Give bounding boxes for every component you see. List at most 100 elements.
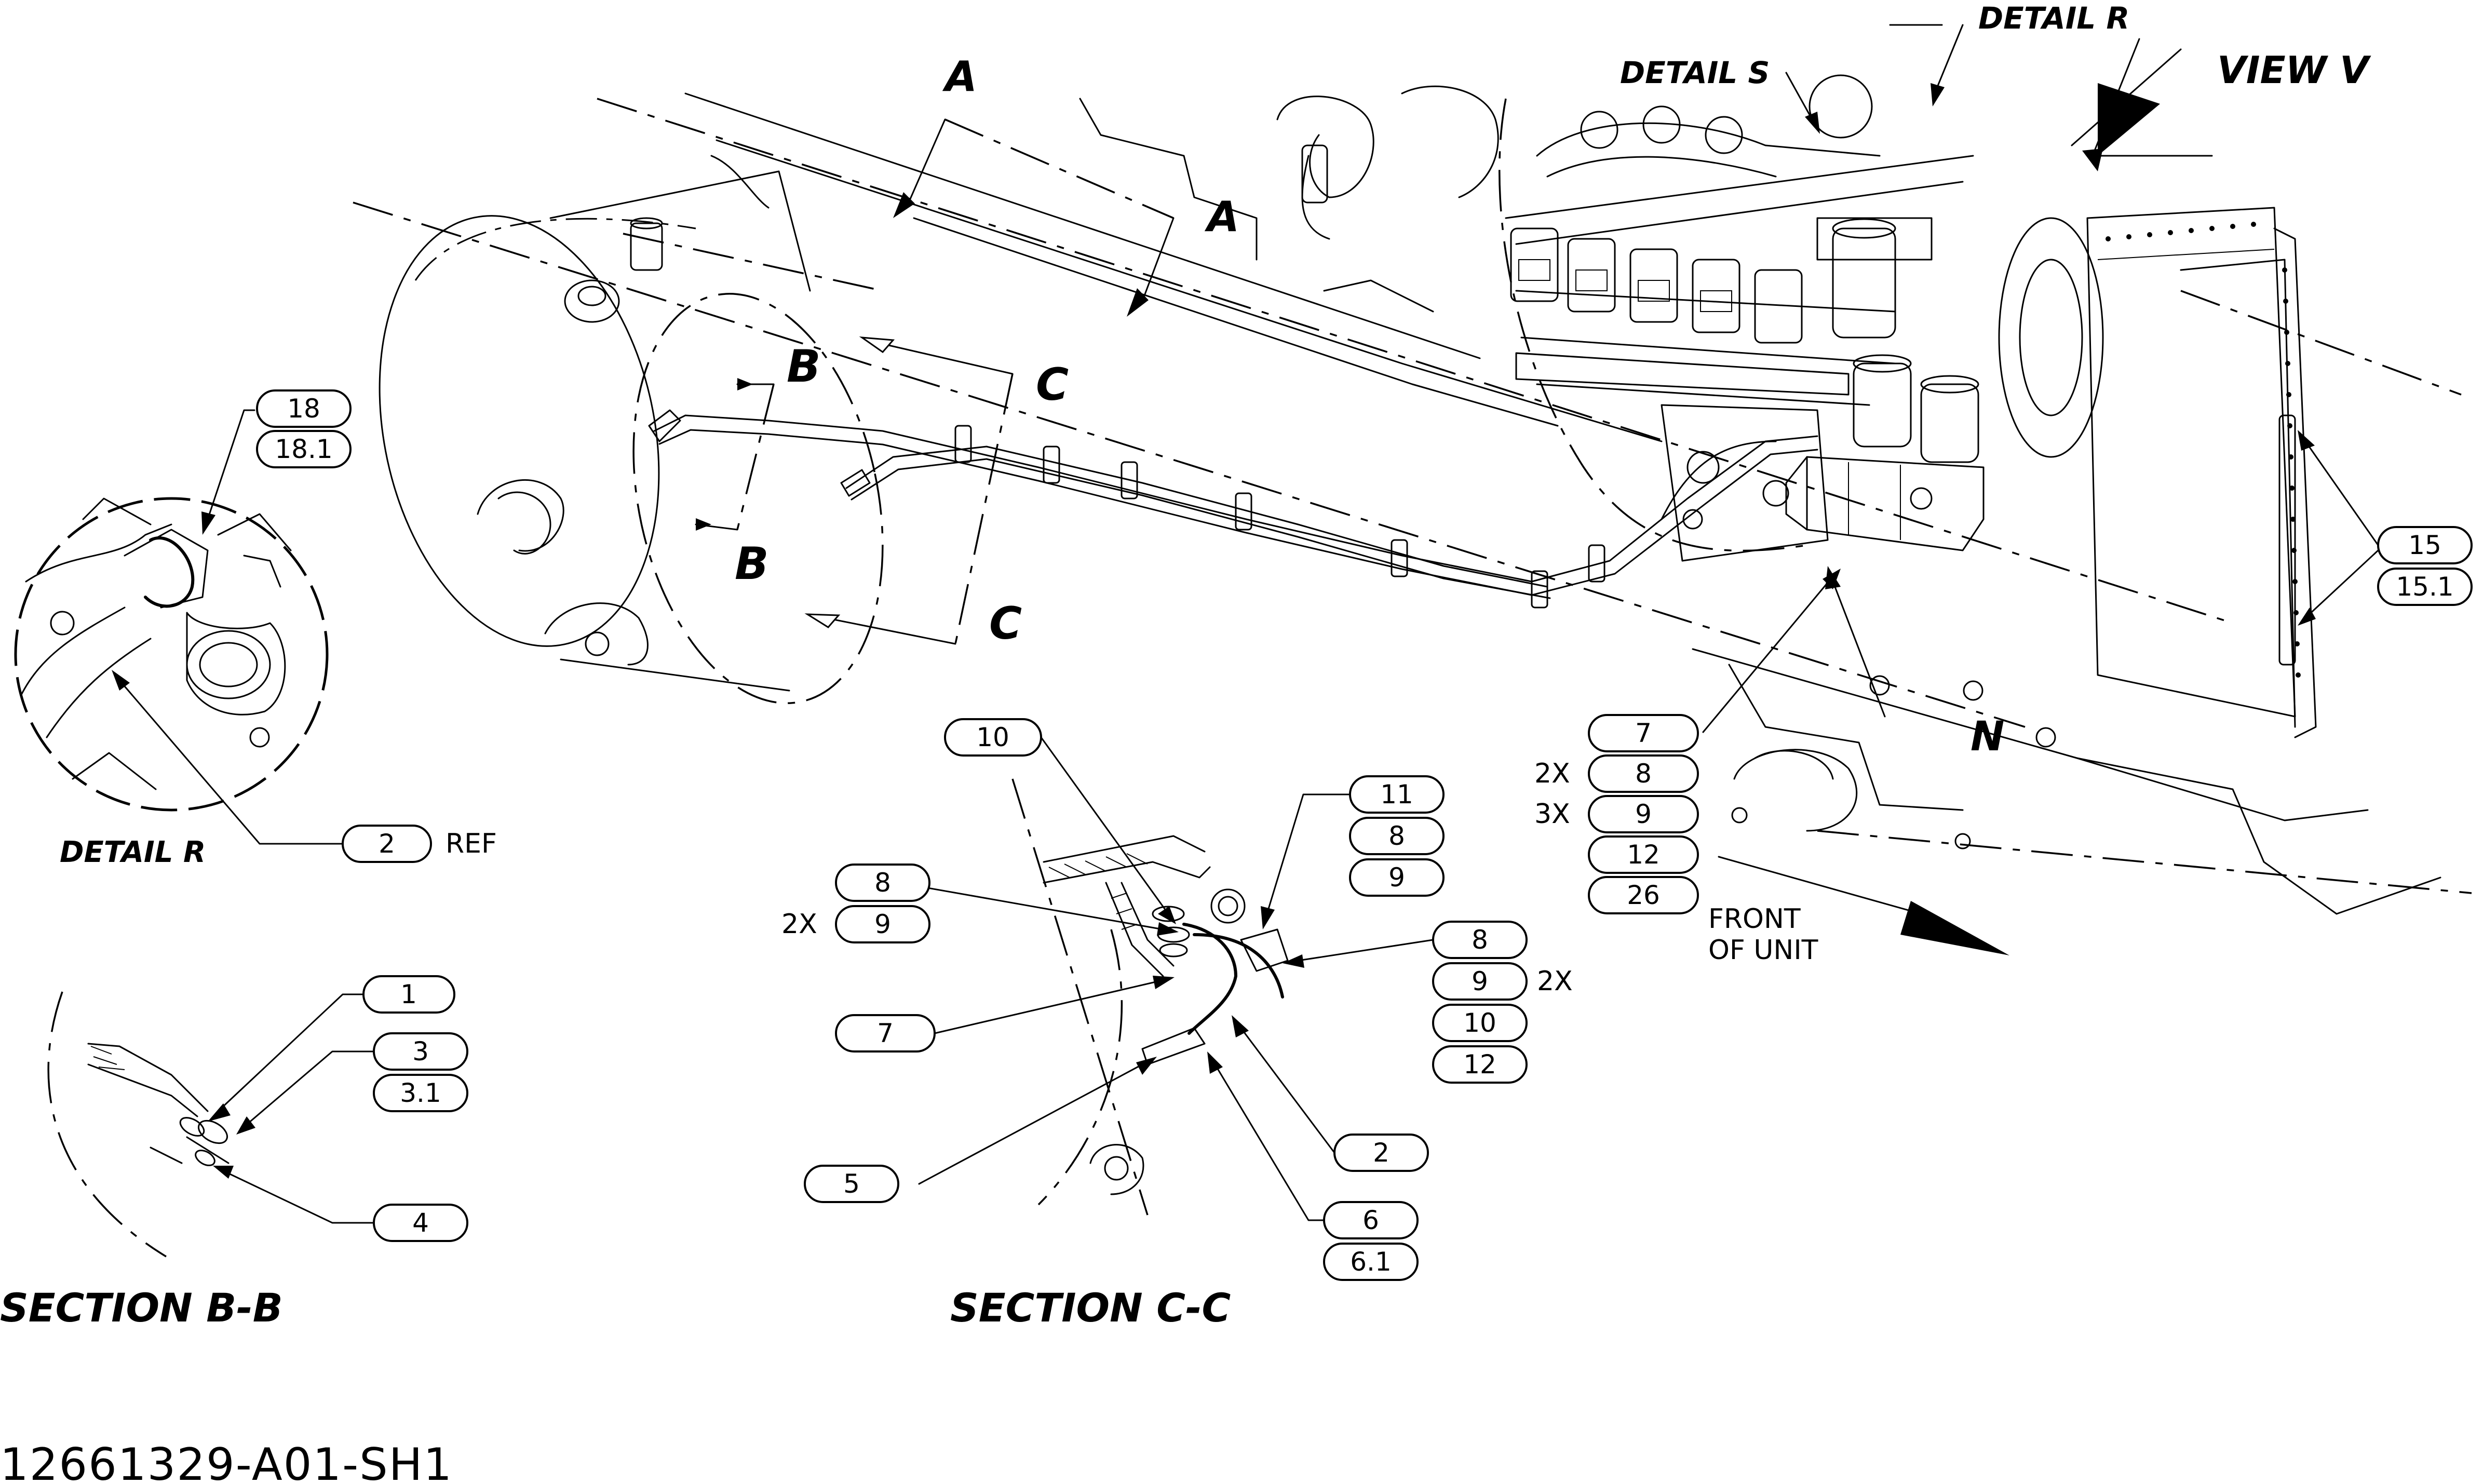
section-bb-title: SECTION B-B [0,1285,283,1331]
hose-routing [648,409,1818,609]
callout-15-text: 15 [2408,530,2441,560]
callout-10-top: 10 [944,718,1042,757]
callout-11-text: 11 [1380,779,1413,810]
section-cc-view [897,736,1434,1221]
section-letters: A A B B C C N [735,52,2004,760]
callout-8-r-text: 8 [1388,821,1405,851]
section-letter-b-top: B [787,341,821,393]
callout-9-r: 9 [1349,858,1445,897]
section-letter-a-top: A [942,52,977,101]
callout-8-r: 8 [1349,817,1445,855]
callout-2-cc-text: 2 [1373,1138,1389,1168]
section-letter-c-top: C [1036,359,1069,411]
callout-15: 15 [2377,526,2473,564]
engine [1499,98,2317,849]
callout-8-rr-text: 8 [1472,925,1488,955]
detail-s-title: DETAIL S [1620,55,1770,90]
section-letter-a-bottom: A [1204,193,1239,241]
callout-6-1-text: 6.1 [1350,1247,1392,1277]
callout-7-cc-text: 7 [877,1018,894,1048]
callout-26-main: 26 [1588,876,1699,914]
callout-12-rr: 12 [1432,1045,1528,1084]
callout-3-text: 3 [412,1036,429,1067]
callout-2-ref: 2 [342,825,432,863]
callout-8-main-text: 8 [1635,759,1652,789]
callout-4: 4 [373,1204,468,1242]
section-letter-c-bottom: C [989,598,1022,650]
callout-8-left: 8 [835,864,930,902]
callout-9-main: 9 [1588,795,1699,833]
callout-4-text: 4 [412,1208,429,1238]
fuel-tank [379,155,884,704]
callout-8-main: 8 [1588,754,1699,793]
callout-10-top-text: 10 [976,722,1009,752]
callout-8-rr: 8 [1432,921,1528,959]
callout-18-1: 18.1 [256,430,352,468]
view-titles: DETAIL S DETAIL R VIEW V DETAIL R SECTIO… [0,1,2371,1331]
front-label: FRONT [1708,903,1801,935]
callout-12-rr-text: 12 [1463,1049,1496,1080]
n-mark-label: N [1971,713,2004,760]
front-of-unit-note: FRONT OF UNIT [1708,903,1818,966]
callout-7-cc: 7 [835,1014,936,1053]
qty-8-main: 2X [1534,758,1570,789]
callout-12-main-text: 12 [1627,840,1660,870]
cooler-bolt-dots [2106,222,2301,678]
callout-bubbles: 18 18.1 2 15 15.1 7 8 9 12 26 10 11 8 9 … [256,389,2473,1281]
callout-1-text: 1 [400,979,417,1009]
callout-6-1: 6.1 [1323,1243,1419,1281]
section-a-a-cut [893,118,1175,317]
callout-9-main-text: 9 [1635,799,1652,829]
main-view-leaders [1702,24,2379,733]
of-unit-label: OF UNIT [1708,935,1818,966]
callout-5-text: 5 [843,1169,860,1199]
view-v-arrow [2071,48,2182,156]
callout-3-1-text: 3.1 [400,1078,441,1108]
callout-15-1-text: 15.1 [2396,572,2453,602]
view-v-title: VIEW V [2217,48,2371,92]
callout-8-left-text: 8 [874,868,891,898]
callout-2-cc: 2 [1333,1134,1429,1172]
quantity-notes: 2X 3X 2X 2X REF [446,758,1573,997]
qty-9-rr: 2X [1537,966,1573,997]
detail-r-top-title: DETAIL R [1978,1,2129,36]
callout-5: 5 [804,1165,899,1203]
callout-18-text: 18 [287,394,320,424]
callout-9-left: 9 [835,905,930,943]
callout-26-main-text: 26 [1627,880,1660,910]
section-cc-title: SECTION C-C [950,1285,1231,1331]
ref-note: REF [446,828,497,859]
callout-7-main-text: 7 [1635,718,1652,748]
callout-6: 6 [1323,1201,1419,1239]
callout-6-text: 6 [1362,1205,1379,1235]
section-b-b-cut [695,378,775,531]
callout-1: 1 [362,975,455,1014]
callout-11: 11 [1349,775,1445,814]
detail-r-bottom-title: DETAIL R [60,835,206,869]
callout-3-1: 3.1 [373,1074,468,1112]
callout-2-ref-text: 2 [379,829,395,859]
callout-7-main: 7 [1588,714,1699,752]
callout-18: 18 [256,389,352,428]
main-isometric-view [353,24,2472,955]
drawing-number: 12661329-A01-SH1 [0,1439,453,1484]
callout-18-1-text: 18.1 [275,434,332,464]
section-c-c-cut [804,336,1014,645]
callout-10-rr-text: 10 [1463,1008,1496,1038]
callout-9-rr: 9 [1432,962,1528,1001]
detail-r-view [14,409,344,845]
callout-15-1: 15.1 [2377,568,2473,606]
qty-9-main: 3X [1534,799,1570,830]
qty-9-left: 2X [781,909,817,940]
callout-9-left-text: 9 [874,909,891,939]
callout-10-rr: 10 [1432,1004,1528,1042]
callout-12-main: 12 [1588,835,1699,874]
front-of-unit-arrow [1718,856,2009,955]
callout-3: 3 [373,1032,468,1071]
callout-9-r-text: 9 [1388,862,1405,893]
callout-9-rr-text: 9 [1472,966,1488,996]
section-letter-b-bottom: B [735,538,769,590]
section-bb-view [47,991,375,1258]
